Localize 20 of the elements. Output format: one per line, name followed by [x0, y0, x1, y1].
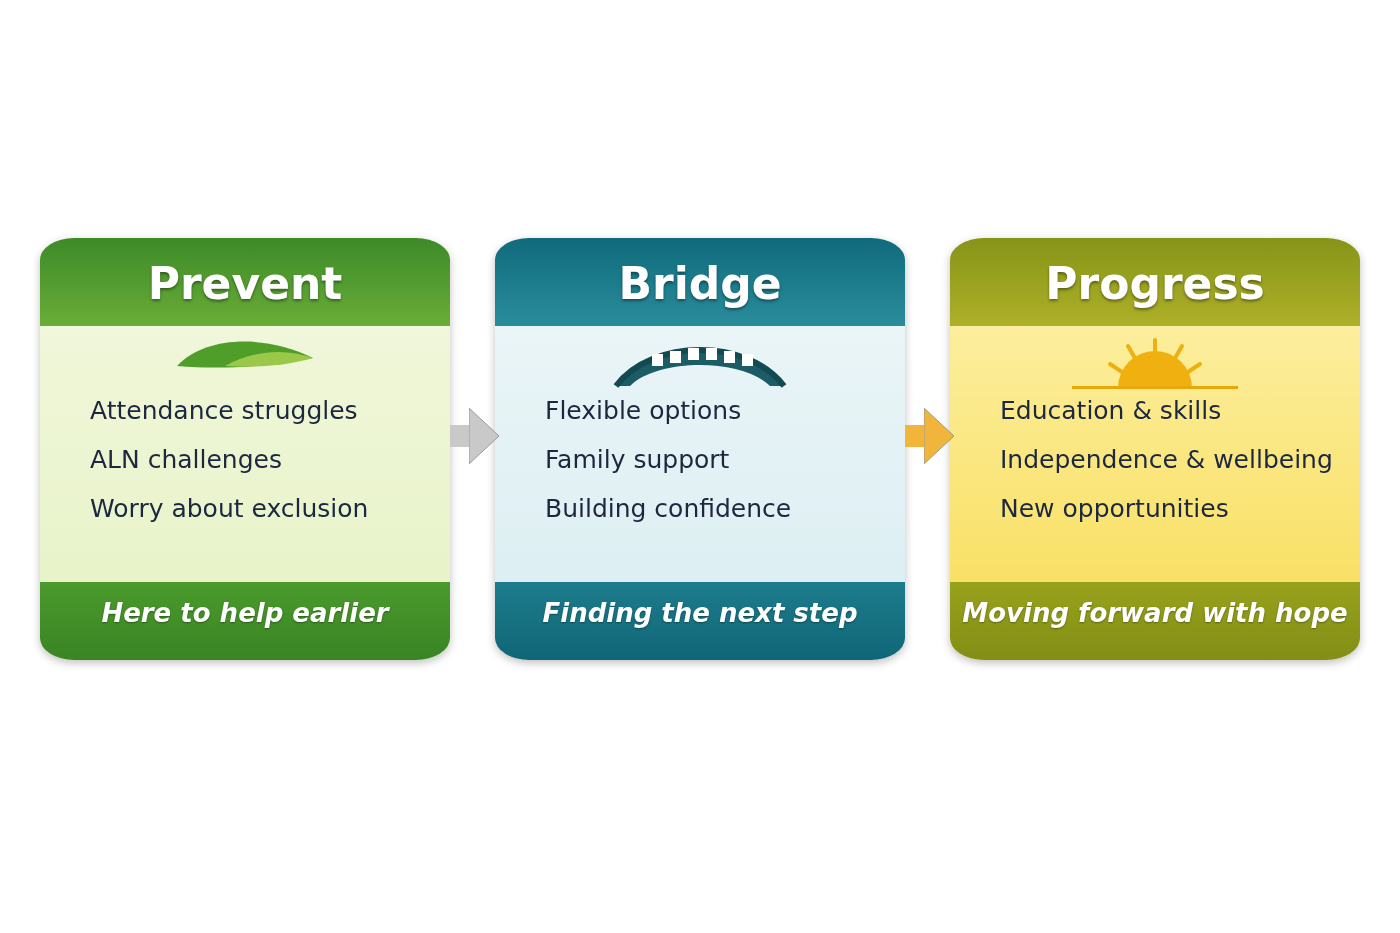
card-footer: Moving forward with hope: [950, 582, 1360, 660]
bullet-item: Worry about exclusion: [90, 494, 369, 524]
bullet-item: ALN challenges: [90, 445, 282, 475]
stage-card: [495, 238, 905, 660]
bullet-item: Education & skills: [1000, 396, 1222, 426]
card-heading: Bridge: [495, 238, 905, 326]
bullet-item: Attendance struggles: [90, 396, 358, 426]
bullet-item: Family support: [545, 445, 730, 475]
card-heading: Prevent: [40, 238, 450, 326]
stage-card: [950, 238, 1360, 660]
bullet-item: Flexible options: [545, 396, 742, 426]
card-footer: Finding the next step: [495, 582, 905, 660]
bullet-item: Building confidence: [545, 494, 792, 524]
arrow: [905, 407, 955, 465]
bullet-item: New opportunities: [1000, 494, 1229, 524]
card-footer: Here to help earlier: [40, 582, 450, 660]
bullet-item: Independence & wellbeing: [1000, 445, 1333, 475]
card-heading: Progress: [950, 238, 1360, 326]
arrow: [450, 407, 500, 465]
stage-card: [40, 238, 450, 660]
